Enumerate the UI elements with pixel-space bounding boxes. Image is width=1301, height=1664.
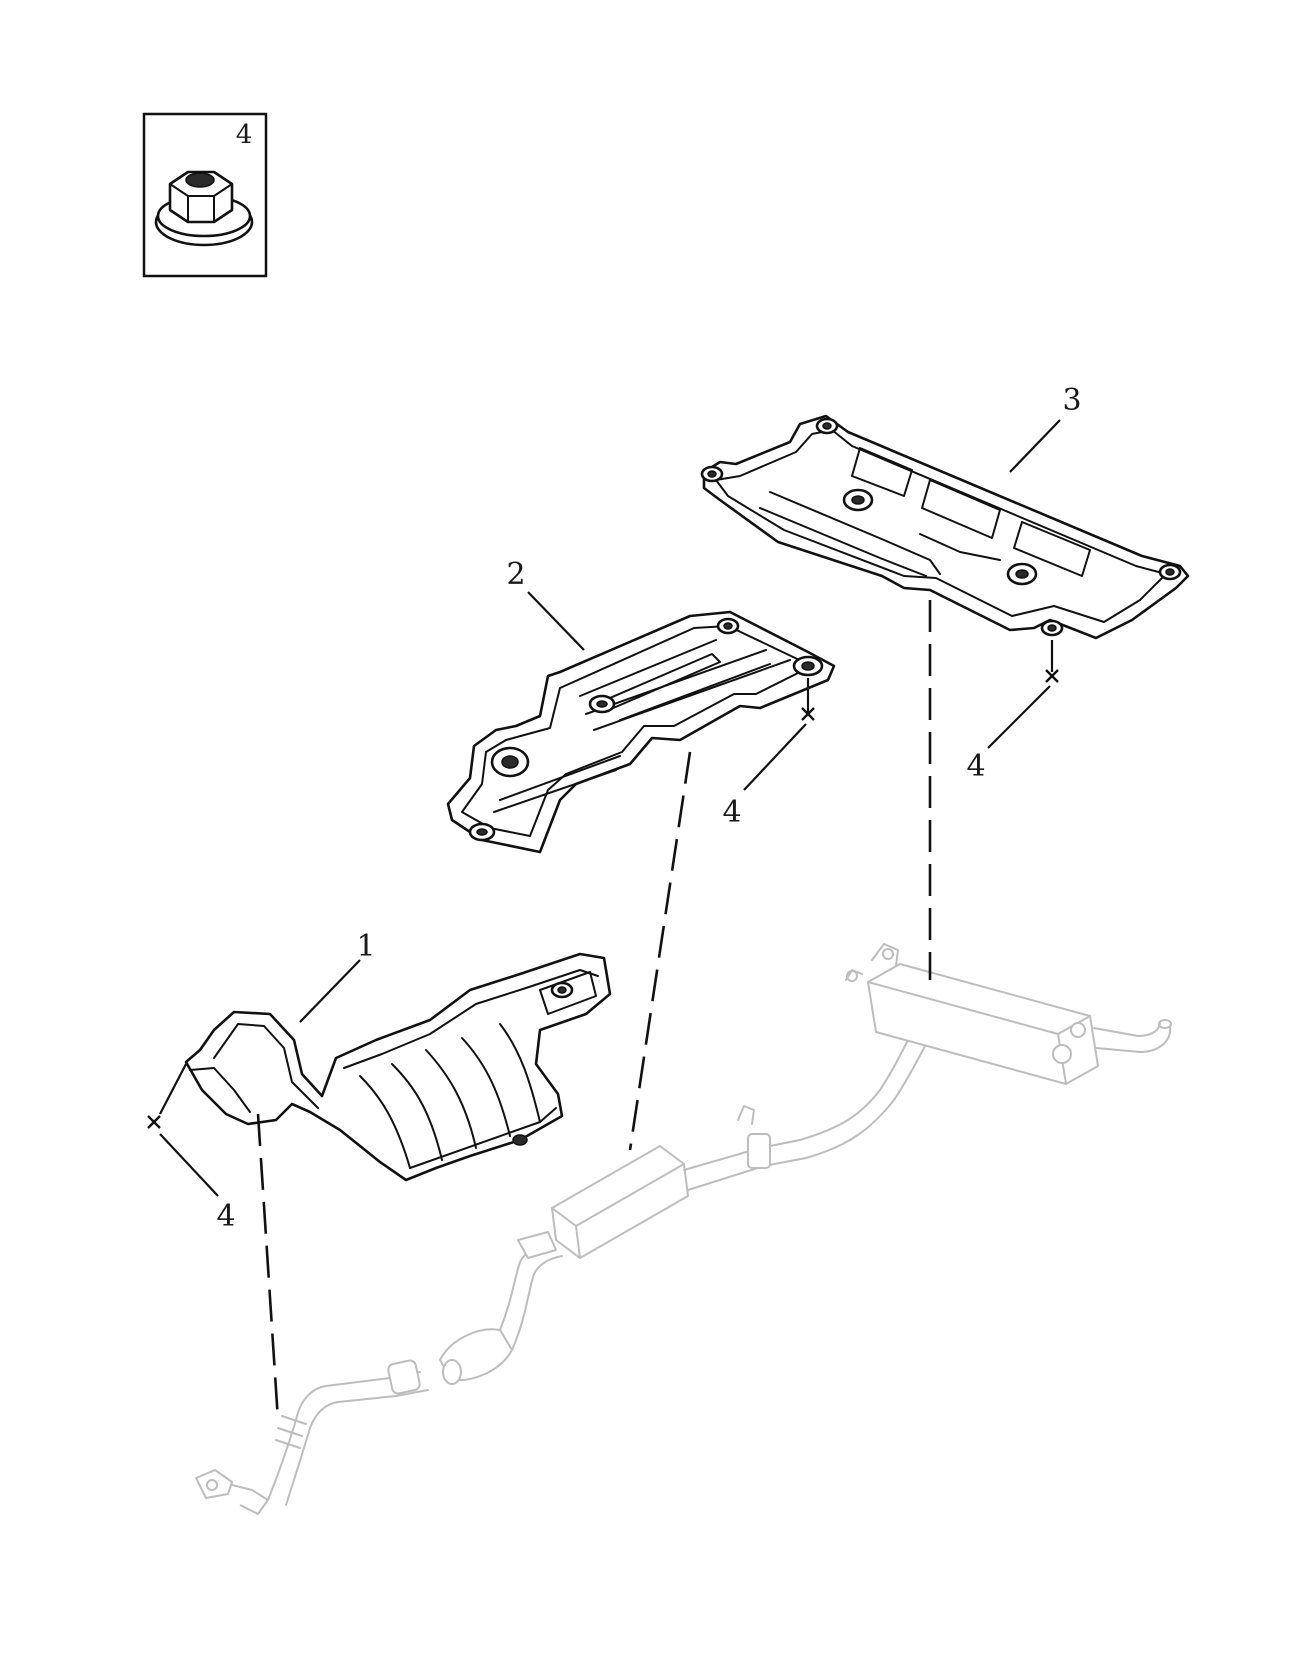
callout-part-2: 2 [506, 557, 525, 592]
fastener-marker-right [1045, 669, 1059, 683]
rear-heat-shield-icon [700, 414, 1190, 640]
alignment-line-part1 [256, 1113, 280, 1421]
callout-labels: 3 2 1 4 4 4 [216, 383, 1081, 1234]
callout-part-1: 1 [356, 929, 375, 964]
fastener-marker-middle [801, 707, 815, 721]
callout-part-3: 3 [1062, 383, 1081, 418]
front-heat-shield-icon [184, 952, 612, 1182]
alignment-lines [256, 600, 932, 1421]
middle-heat-shield-icon [446, 610, 836, 854]
legend-box: 4 [142, 112, 268, 278]
callout-leaders [299, 419, 1061, 1023]
legend-part-number: 4 [236, 120, 253, 150]
middle-shield-mount-holes [468, 617, 824, 842]
callout-fastener-right: 4 [966, 749, 985, 784]
rear-shield-mount-holes [700, 417, 1182, 637]
callout-fastener-left: 4 [216, 1199, 235, 1234]
exhaust-system-icon [195, 943, 1172, 1515]
fastener-marker-left [147, 1115, 161, 1129]
alignment-line-part2 [628, 751, 692, 1151]
fastener-markers [147, 640, 1059, 1197]
callout-fastener-middle: 4 [722, 795, 741, 830]
flange-nut-icon [154, 170, 254, 247]
